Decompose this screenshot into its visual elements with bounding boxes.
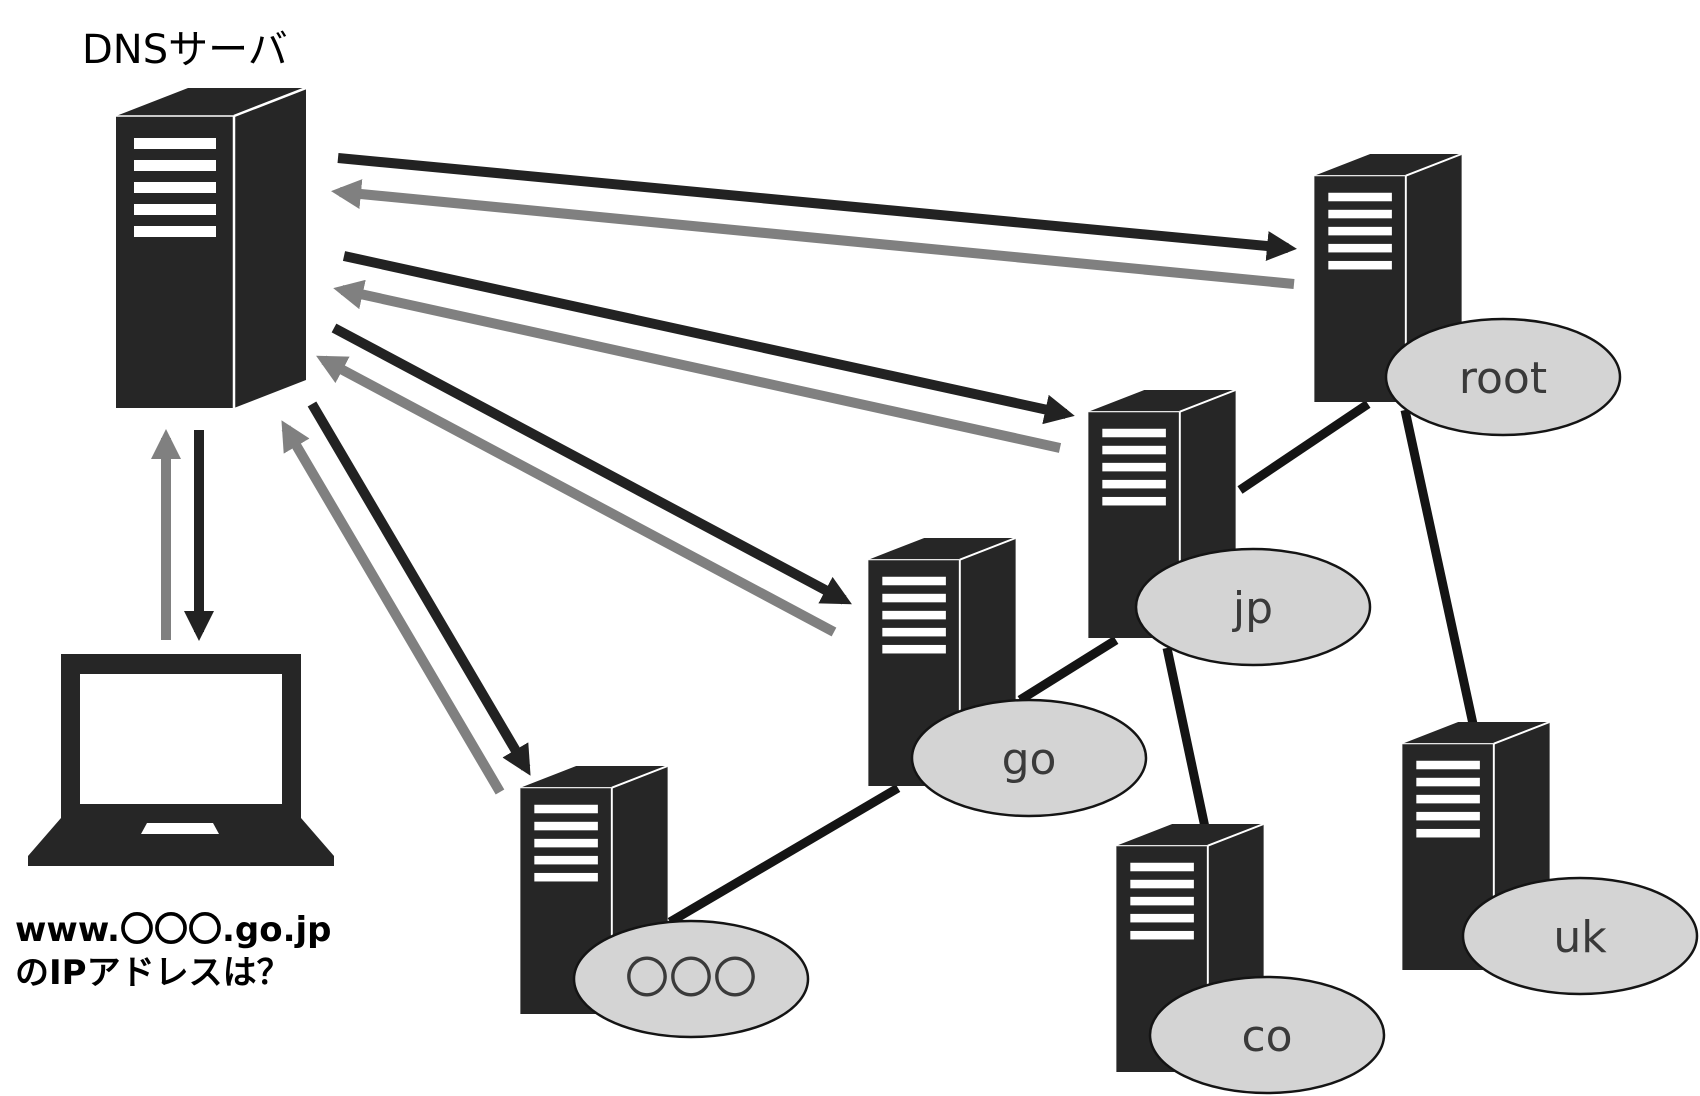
laptop-icon	[28, 654, 334, 866]
query-arrow-to-root	[337, 153, 1297, 261]
zone-jp: jp	[1134, 547, 1372, 667]
response-arrow-from-ooo	[281, 420, 505, 795]
laptop-base	[28, 818, 334, 866]
tree-line-go-ooo	[667, 784, 901, 926]
tree-line-root-uk	[1400, 409, 1478, 725]
zone-ellipse	[1384, 317, 1622, 437]
zone-ellipse	[1134, 547, 1372, 667]
response-arrow-from-jp	[333, 279, 1062, 453]
zone-label-ooo: 〇〇〇	[625, 953, 757, 1004]
dns-server-icon	[116, 88, 306, 408]
zone-label-uk: uk	[1553, 912, 1607, 963]
query-line-1: www.〇〇〇.go.jp	[15, 910, 332, 950]
zone-root: root	[1384, 317, 1622, 437]
zone-ellipse	[1461, 876, 1699, 996]
query-arrow-to-ooo	[307, 401, 531, 776]
dns-hierarchy-lines	[667, 400, 1478, 926]
zone-uk: uk	[1461, 876, 1699, 996]
zone-label-co: co	[1241, 1011, 1292, 1062]
response-arrow-from-go	[316, 355, 837, 637]
tree-line-jp-co	[1162, 647, 1211, 833]
zone-co: co	[1148, 975, 1386, 1095]
zone-go: go	[910, 698, 1148, 818]
query-arrow-to-go	[331, 323, 852, 605]
dns-server-title: DNSサーバ	[82, 27, 288, 73]
response-arrow-from-root	[331, 179, 1295, 289]
laptop-screen	[80, 674, 282, 804]
zone-ooo: 〇〇〇	[572, 919, 810, 1039]
zone-label-jp: jp	[1232, 583, 1273, 634]
tree-line-jp-go	[1017, 636, 1119, 704]
query-line-2: のIPアドレスは？	[15, 953, 291, 993]
zone-label-root: root	[1459, 353, 1547, 404]
query-arrow-to-jp	[342, 251, 1075, 425]
laptop-touchpad	[141, 823, 219, 834]
zone-label-go: go	[1002, 734, 1057, 785]
zone-ellipse	[910, 698, 1148, 818]
zone-ellipse	[1148, 975, 1386, 1095]
tree-line-root-jp	[1237, 400, 1371, 494]
zone-ellipse	[572, 919, 810, 1039]
query-arrows	[151, 153, 1297, 795]
